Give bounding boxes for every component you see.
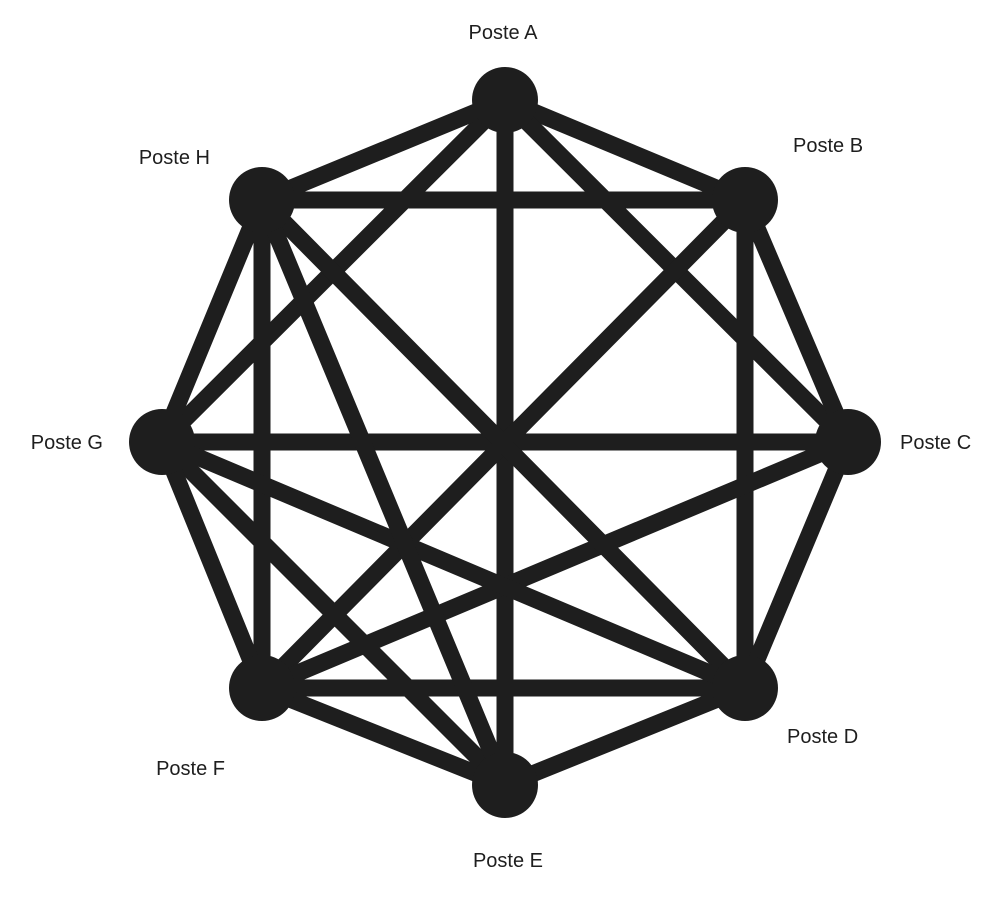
edge-g-e bbox=[153, 433, 514, 794]
edge-e-f bbox=[253, 679, 514, 794]
label-poste-e: Poste E bbox=[473, 850, 543, 872]
label-poste-a: Poste A bbox=[469, 22, 539, 44]
label-poste-f: Poste F bbox=[156, 758, 225, 780]
node-poste-h bbox=[229, 167, 295, 233]
node-poste-f bbox=[229, 655, 295, 721]
edge-h-e bbox=[253, 191, 514, 794]
label-poste-g: Poste G bbox=[31, 432, 103, 454]
node-poste-e bbox=[472, 752, 538, 818]
edge-d-e bbox=[496, 679, 754, 794]
nodes bbox=[129, 67, 881, 818]
label-poste-c: Poste C bbox=[900, 432, 971, 454]
edge-g-d bbox=[153, 433, 754, 697]
edge-b-c bbox=[736, 191, 857, 451]
label-poste-d: Poste D bbox=[787, 726, 858, 748]
edge-c-d bbox=[736, 433, 857, 697]
edge-a-h bbox=[253, 91, 514, 209]
label-poste-b: Poste B bbox=[793, 135, 863, 157]
node-poste-a bbox=[472, 67, 538, 133]
node-poste-g bbox=[129, 409, 195, 475]
node-poste-b bbox=[712, 167, 778, 233]
label-poste-h: Poste H bbox=[139, 147, 210, 169]
edge-a-b bbox=[496, 91, 754, 209]
edge-g-f bbox=[153, 433, 271, 697]
edges bbox=[153, 91, 857, 794]
edge-g-h bbox=[153, 191, 271, 451]
node-poste-c bbox=[815, 409, 881, 475]
edge-d-h bbox=[253, 191, 754, 697]
node-poste-d bbox=[712, 655, 778, 721]
